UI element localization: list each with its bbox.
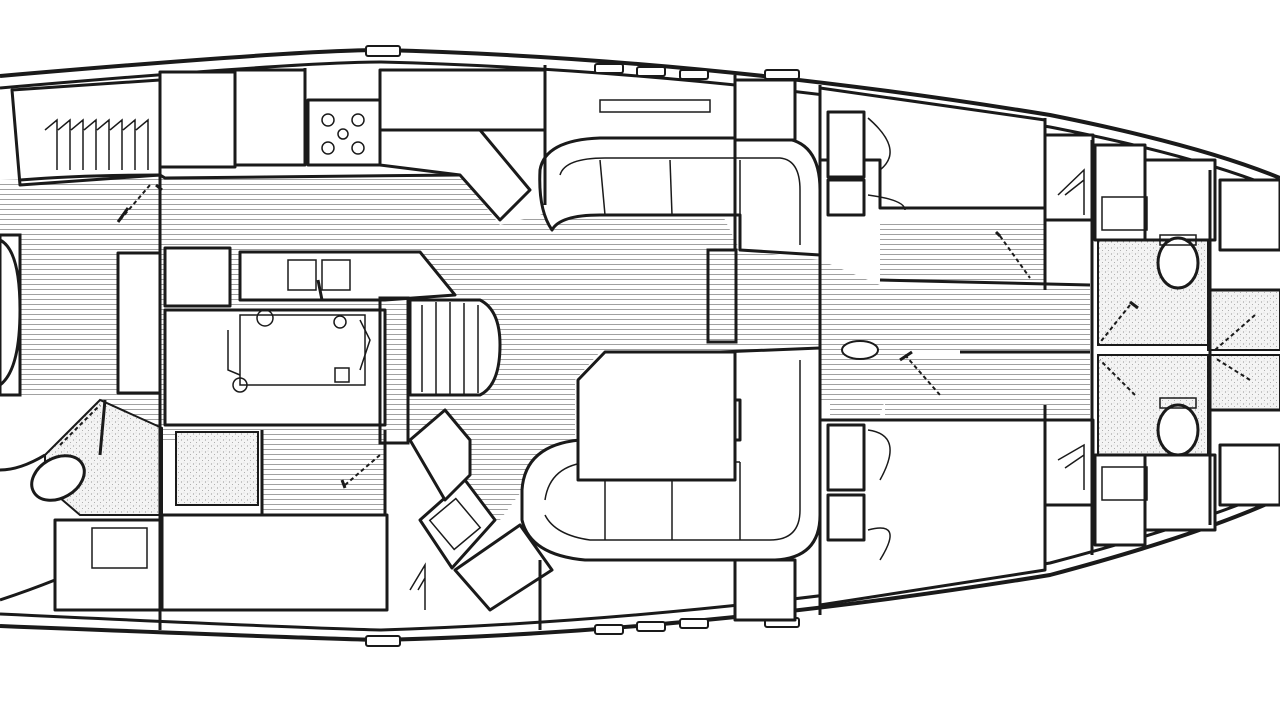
aft-berth-hatching <box>44 118 149 170</box>
galley <box>287 68 547 291</box>
bulkheads <box>19 65 1280 630</box>
nav-seats <box>408 408 554 612</box>
forward-cabins <box>409 78 1095 622</box>
aft-cabin <box>0 68 457 612</box>
door-swings <box>59 184 1256 486</box>
forward-heads <box>1093 143 1280 547</box>
engine-schematic <box>227 309 371 393</box>
companionway-steps <box>378 296 502 445</box>
deck-hatches <box>365 45 800 647</box>
saloon <box>520 99 822 562</box>
aft-head <box>30 454 148 569</box>
door-handles <box>98 183 1139 489</box>
